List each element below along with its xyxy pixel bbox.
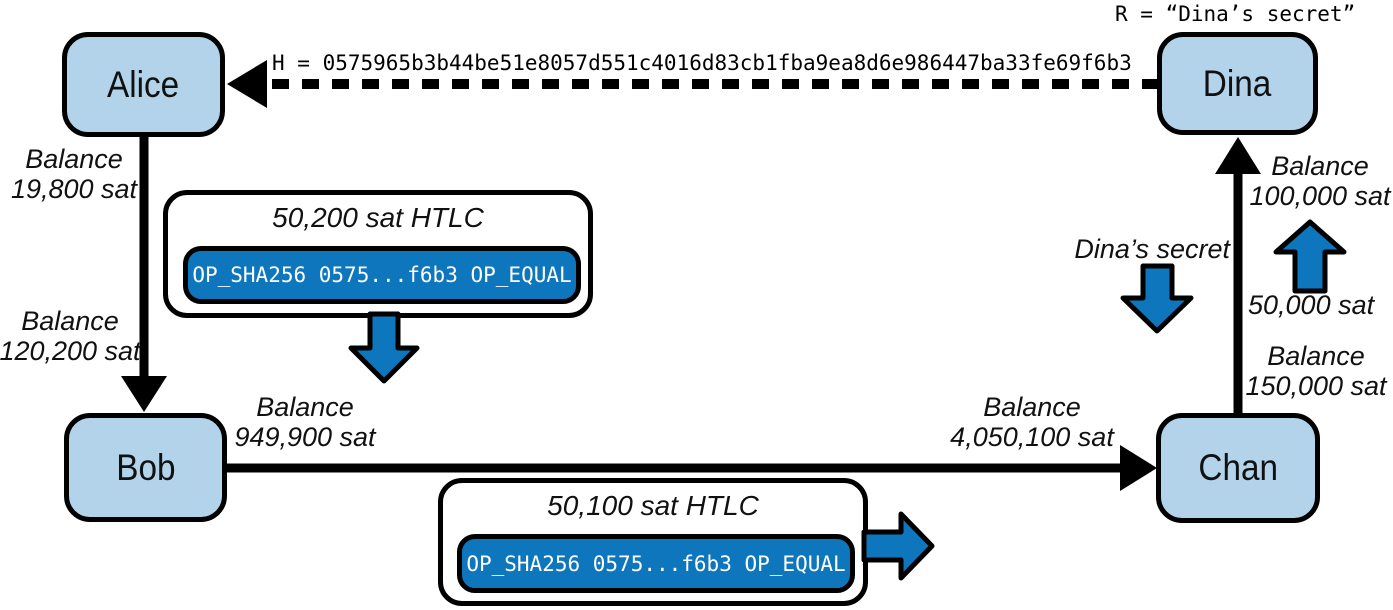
htlc-bob-chan-script-box: OP_SHA256 0575...f6b3 OP_EQUAL bbox=[457, 534, 855, 593]
payment-up-arrow-icon bbox=[1273, 219, 1347, 294]
htlc-offer-down-arrow-icon bbox=[348, 311, 420, 384]
node-dina: Dina bbox=[1157, 32, 1318, 135]
htlc-alice-bob-script-box: OP_SHA256 0575...f6b3 OP_EQUAL bbox=[183, 246, 581, 304]
dina-secret-label: Dina’s secret bbox=[1074, 234, 1230, 264]
node-alice: Alice bbox=[62, 32, 225, 137]
balance-bob-side-ab: Balance 120,200 sat bbox=[0, 306, 141, 366]
balance-amount: 19,800 sat bbox=[10, 174, 138, 204]
arrowhead-to-alice bbox=[227, 60, 267, 108]
balance-chan-side-bc: Balance 4,050,100 sat bbox=[950, 392, 1114, 452]
htlc-alice-bob-title: 50,200 sat HTLC bbox=[272, 202, 484, 233]
balance-word: Balance bbox=[25, 144, 123, 174]
htlc-box-bob-chan: 50,100 sat HTLC OP_SHA256 0575...f6b3 OP… bbox=[438, 478, 868, 606]
balance-alice-side: Balance 19,800 sat bbox=[11, 144, 137, 204]
balance-word: Balance bbox=[256, 392, 354, 422]
balance-amount: 4,050,100 sat bbox=[950, 422, 1114, 452]
node-chan-label: Chan bbox=[1198, 447, 1278, 488]
htlc-offer-right-arrow-icon bbox=[861, 511, 935, 581]
balance-dina-side: Balance 100,000 sat bbox=[1249, 151, 1390, 211]
balance-chan-side-cd: Balance 150,000 sat bbox=[1245, 341, 1386, 401]
balance-word: Balance bbox=[21, 306, 119, 336]
balance-bob-side-bc: Balance 949,900 sat bbox=[234, 392, 375, 452]
arrowhead-to-chan bbox=[1120, 445, 1157, 491]
htlc-alice-bob-script: OP_SHA256 0575...f6b3 OP_EQUAL bbox=[192, 263, 572, 287]
payment-hash-label: H = 0575965b3b44be51e8057d551c4016d83cb1… bbox=[272, 51, 1132, 75]
node-bob: Bob bbox=[64, 413, 227, 522]
arrowhead-to-bob bbox=[121, 376, 167, 412]
htlc-bob-chan-script: OP_SHA256 0575...f6b3 OP_EQUAL bbox=[466, 551, 846, 576]
htlc-box-alice-bob: 50,200 sat HTLC OP_SHA256 0575...f6b3 OP… bbox=[163, 190, 593, 318]
node-alice-label: Alice bbox=[107, 63, 180, 105]
node-dina-label: Dina bbox=[1203, 62, 1272, 104]
balance-amount: 100,000 sat bbox=[1249, 181, 1391, 211]
balance-word: Balance bbox=[1267, 341, 1365, 371]
node-bob-label: Bob bbox=[115, 446, 176, 488]
balance-amount: 150,000 sat bbox=[1245, 371, 1387, 401]
htlc-bob-chan-title: 50,100 sat HTLC bbox=[547, 490, 759, 521]
balance-amount: 949,900 sat bbox=[234, 422, 376, 452]
htlc-amount-label: 50,000 sat bbox=[1248, 290, 1375, 320]
balance-amount: 120,200 sat bbox=[0, 336, 141, 366]
preimage-secret-label: R = “Dina’s secret” bbox=[1115, 2, 1356, 26]
balance-word: Balance bbox=[1271, 151, 1369, 181]
node-chan: Chan bbox=[1156, 413, 1320, 523]
secret-reveal-down-arrow-icon bbox=[1120, 263, 1194, 334]
balance-word: Balance bbox=[983, 392, 1081, 422]
